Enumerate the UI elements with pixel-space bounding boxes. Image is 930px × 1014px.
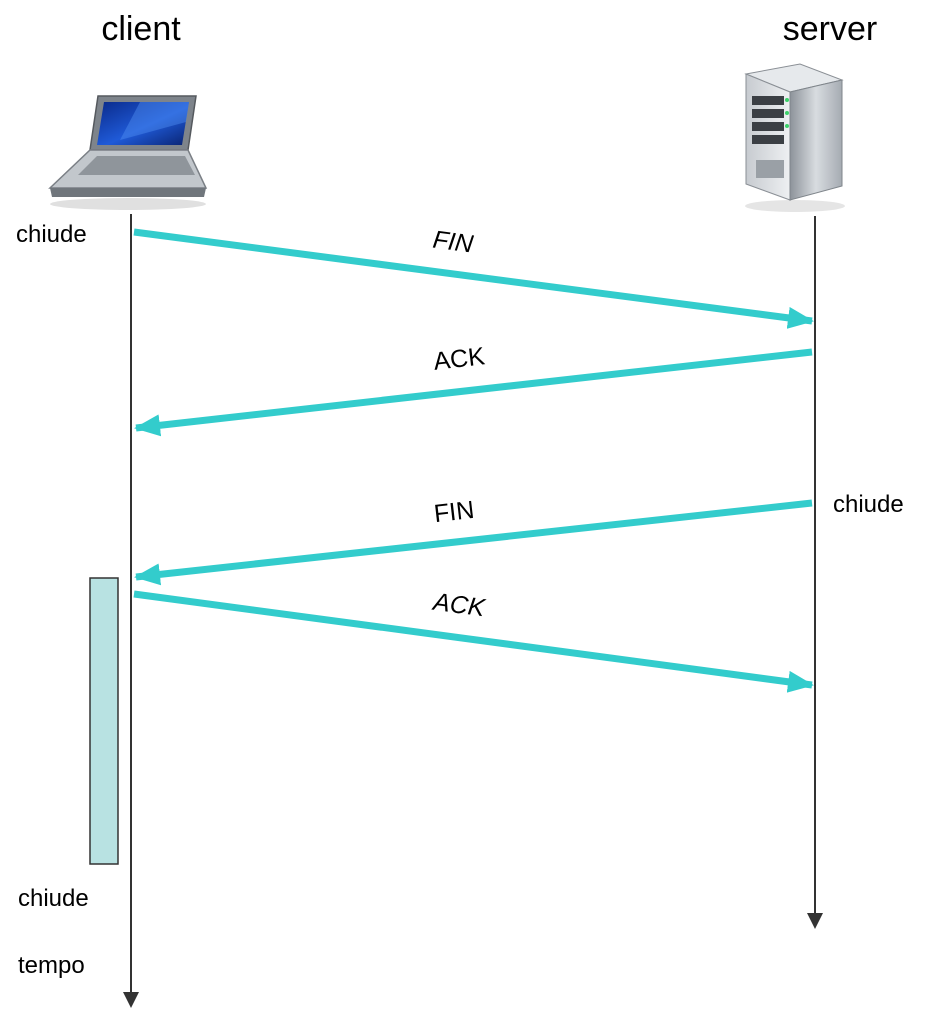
message-arrow-fin-server-to-client (134, 499, 813, 586)
client-close-label-2: chiude (18, 885, 89, 912)
server-close-label: chiude (833, 491, 904, 518)
client-title: client (101, 10, 181, 48)
server-title: server (783, 10, 877, 48)
message-label-fin-1: FIN (431, 226, 476, 259)
message-arrow-fin-client-to-server (133, 228, 814, 329)
message-label-ack-2: ACK (430, 588, 488, 623)
message-arrow-ack-server-to-client (134, 348, 813, 437)
laptop-icon (48, 95, 208, 210)
server-tower-icon (744, 63, 845, 212)
message-label-fin-2: FIN (432, 496, 475, 528)
message-label-ack-1: ACK (432, 342, 487, 376)
message-arrow-ack-client-to-server (133, 590, 814, 693)
client-close-label-1: chiude (16, 221, 87, 248)
time-axis-label: tempo (18, 952, 85, 979)
timed-wait-bracket (89, 577, 119, 865)
